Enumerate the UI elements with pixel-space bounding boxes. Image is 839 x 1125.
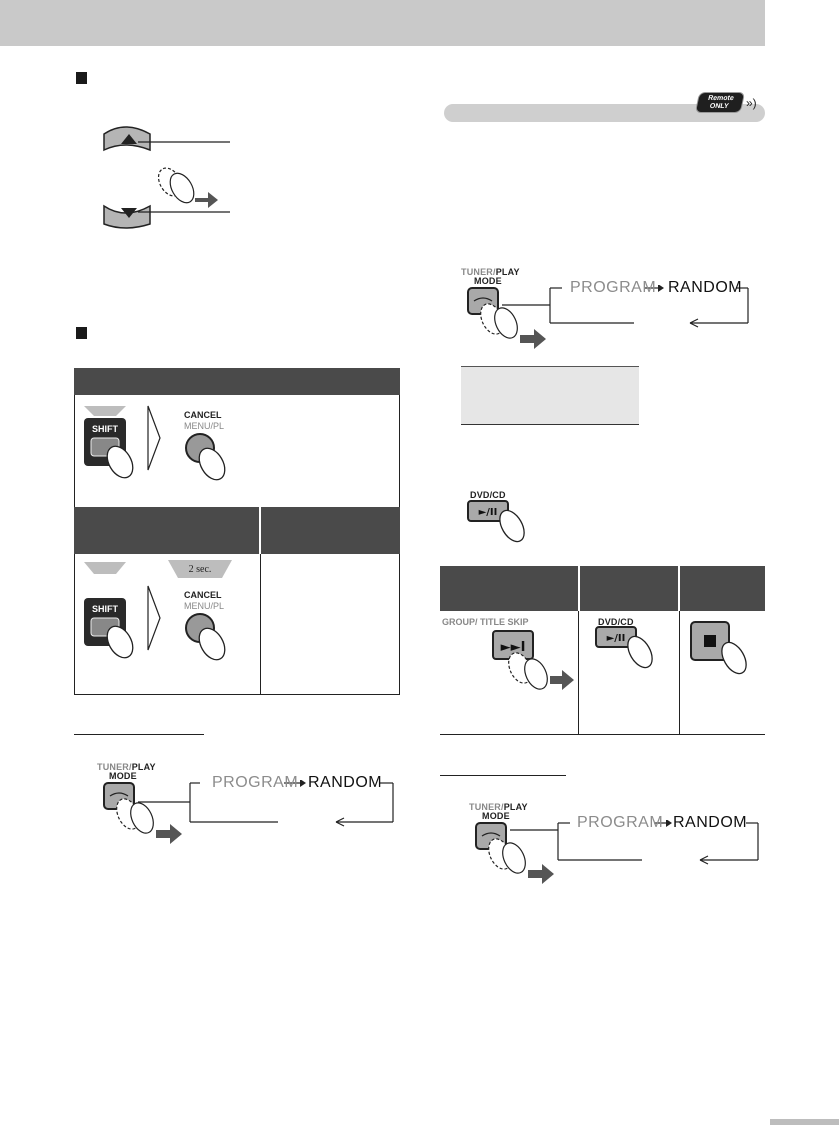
right-table-divider-1 — [578, 611, 579, 734]
svg-text:CANCEL: CANCEL — [184, 590, 222, 600]
program-label-right-1: PROGRAM — [570, 279, 657, 296]
tuner-play-label-right-1: TUNER/PLAY — [461, 267, 520, 277]
mode-button-diagram-right-1 — [467, 285, 749, 349]
shift-cancel-diagram-1: SHIFT CANCEL MENU/PL — [84, 405, 226, 481]
stop-button-diagram — [690, 621, 747, 675]
table-play-button-diagram: ►/II — [595, 626, 653, 669]
mode-label-right-1: MODE — [474, 276, 502, 286]
page-footer-tab — [770, 1119, 839, 1125]
right-table-body — [440, 611, 765, 735]
dvd-play-button-diagram: ►/II — [467, 500, 525, 543]
move-arrow-icon — [195, 192, 218, 208]
svg-text:MENU/PL: MENU/PL — [184, 601, 224, 611]
program-label-right-2: PROGRAM — [577, 814, 664, 831]
shift-cancel-diagram-2: SHIFT 2 sec. CANCEL MENU/PL — [84, 560, 232, 661]
mode-label-right-2: MODE — [482, 811, 510, 821]
panel-header-1 — [74, 368, 400, 395]
tuner-play-label-left: TUNER/PLAY — [97, 762, 156, 772]
svg-text:CANCEL: CANCEL — [184, 410, 222, 420]
group-title-skip-label: GROUP/ TITLE SKIP — [442, 617, 529, 627]
right-table-divider-2 — [679, 611, 680, 734]
svg-text:2 sec.: 2 sec. — [189, 564, 212, 575]
hold-panel — [74, 554, 400, 695]
subheading-underline-right — [440, 775, 566, 776]
skip-button-diagram: ►►I — [492, 630, 574, 690]
finger-icon — [106, 445, 134, 479]
up-arrow-icon — [121, 134, 137, 144]
random-label-right-2: RANDOM — [673, 814, 748, 831]
hold-arrow-icon — [168, 560, 232, 578]
dvd-cd-label: DVD/CD — [470, 490, 506, 500]
finger-icon — [499, 509, 525, 543]
then-arrow-icon — [147, 405, 161, 471]
hold-panel-divider — [260, 554, 261, 694]
mode-button-diagram-left — [103, 780, 394, 844]
svg-text:SHIFT: SHIFT — [92, 424, 119, 434]
stop-icon — [704, 635, 716, 647]
panel-header-2 — [74, 507, 400, 554]
random-label-left: RANDOM — [308, 774, 383, 791]
svg-text:MENU/PL: MENU/PL — [184, 421, 224, 431]
note-box — [461, 366, 639, 425]
press-arrow-icon — [84, 406, 126, 416]
svg-text:►/II: ►/II — [479, 507, 498, 518]
random-label-right-1: RANDOM — [668, 279, 743, 296]
subheading-underline-left — [74, 734, 204, 735]
right-table-header — [440, 566, 765, 611]
section-pill — [444, 104, 765, 122]
mode-button-diagram-right-2 — [475, 820, 759, 884]
header-bar — [0, 0, 765, 46]
wave-icon: ») — [746, 96, 757, 110]
section-marker — [76, 72, 87, 84]
up-down-buttons-diagram — [103, 126, 230, 229]
svg-text:SHIFT: SHIFT — [92, 604, 119, 614]
tuner-play-label-right-2: TUNER/PLAY — [469, 802, 528, 812]
down-arrow-icon — [121, 208, 137, 218]
panel-header-divider — [259, 507, 261, 554]
program-label-left: PROGRAM — [212, 774, 299, 791]
mode-label-left: MODE — [109, 771, 137, 781]
right-table-header-divider-2 — [678, 566, 680, 611]
right-table-header-divider-1 — [578, 566, 580, 611]
dvd-cd-label-table: DVD/CD — [598, 617, 634, 627]
skip-icon: ►►I — [501, 640, 526, 655]
svg-text:►/II: ►/II — [607, 633, 626, 644]
section-marker-2 — [76, 327, 87, 339]
